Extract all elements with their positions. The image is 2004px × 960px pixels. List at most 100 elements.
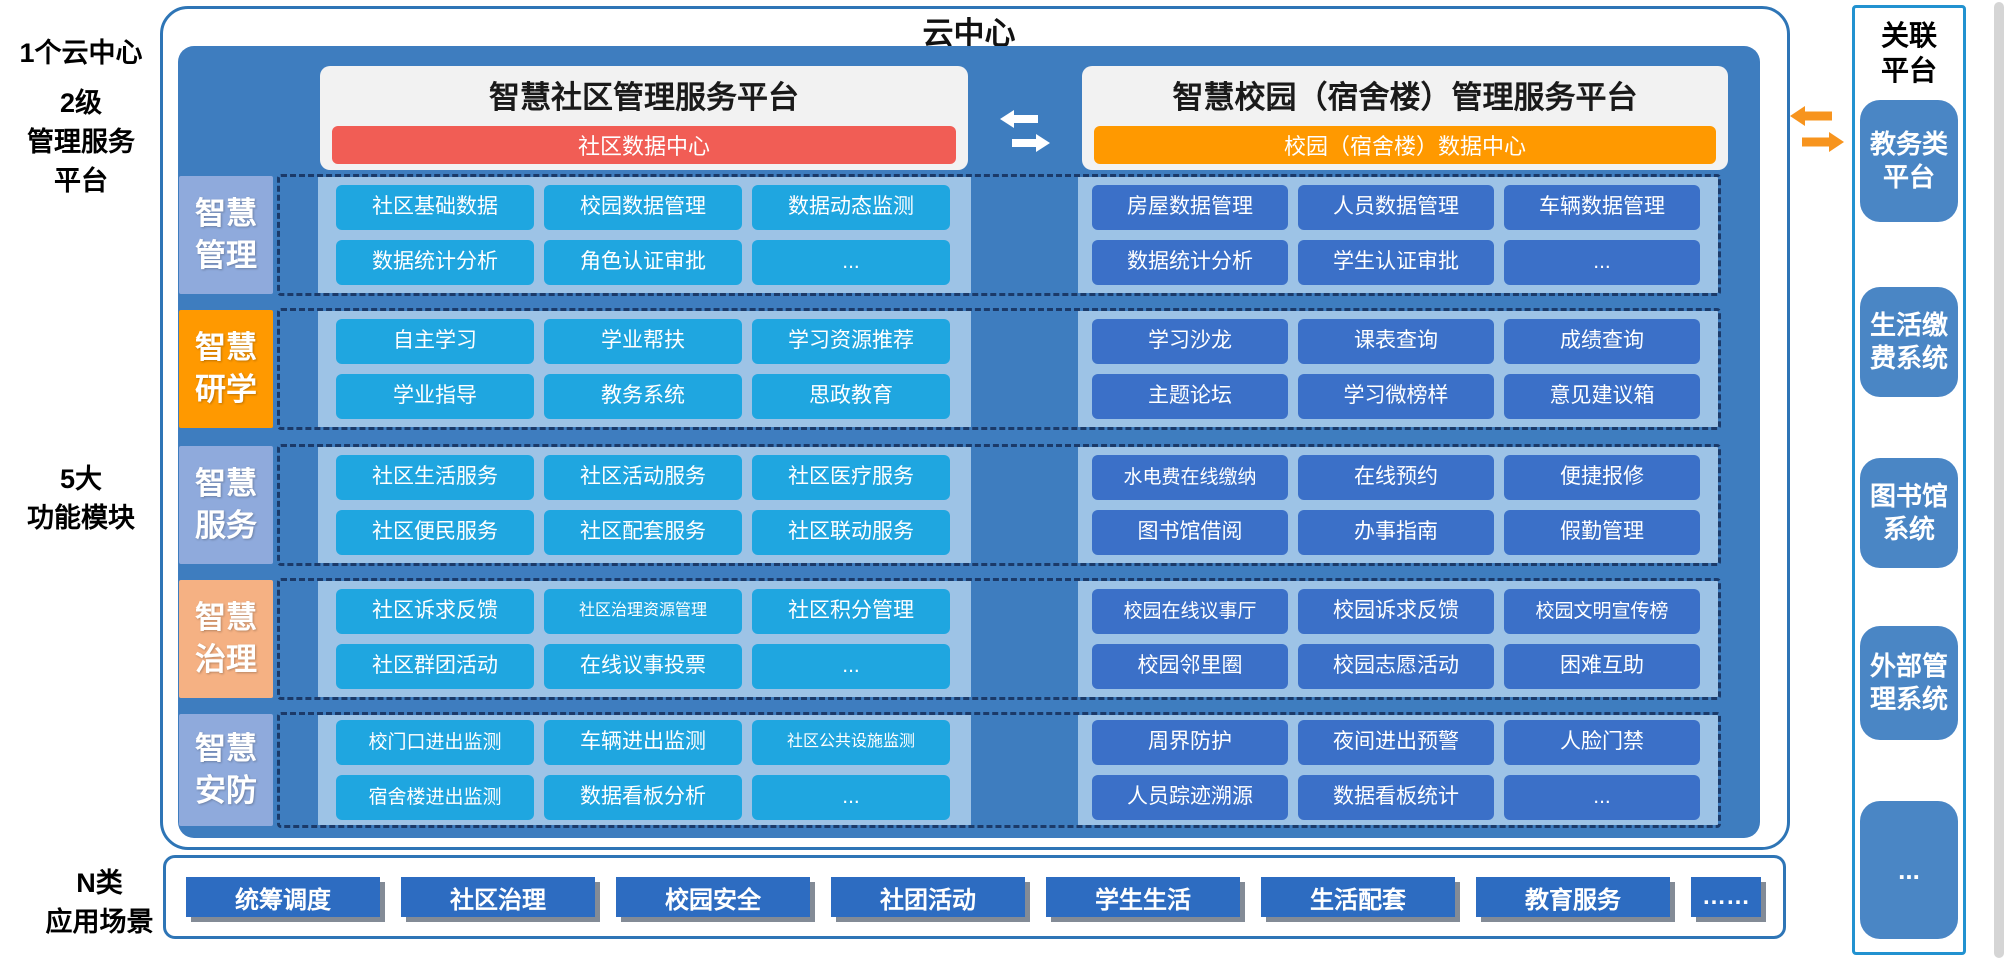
feature-cell[interactable]: 数据统计分析	[1092, 240, 1288, 285]
feature-cell[interactable]: 社区生活服务	[336, 455, 534, 500]
feature-cell[interactable]: 社区基础数据	[336, 185, 534, 230]
feature-cell[interactable]: 主题论坛	[1092, 374, 1288, 419]
module-dashed-area: 社区诉求反馈社区治理资源管理社区积分管理社区群团活动在线议事投票... 校园在线议…	[277, 578, 1721, 700]
feature-cell[interactable]: 困难互助	[1504, 644, 1700, 689]
feature-cell[interactable]: 假勤管理	[1504, 510, 1700, 555]
feature-cell[interactable]: 学生认证审批	[1298, 240, 1494, 285]
feature-cell[interactable]: 校门口进出监测	[336, 720, 534, 765]
label-line: 2级	[59, 88, 103, 118]
feature-cell[interactable]: 车辆数据管理	[1504, 185, 1700, 230]
feature-cell[interactable]: 成绩查询	[1504, 319, 1700, 364]
feature-cell[interactable]: 学习资源推荐	[752, 319, 950, 364]
label-line: 5大	[59, 464, 103, 494]
module-label-text: 智慧管理	[195, 196, 257, 273]
feature-cell[interactable]: 教务系统	[544, 374, 742, 419]
label-five-modules: 5大 功能模块	[0, 460, 162, 538]
feature-cell[interactable]: 校园数据管理	[544, 185, 742, 230]
row-divider-strip	[280, 715, 318, 825]
feature-cell[interactable]: 社区群团活动	[336, 644, 534, 689]
related-platform-item[interactable]: ...	[1860, 801, 1958, 939]
platform-sync-arrows-icon	[998, 108, 1052, 159]
feature-cell[interactable]: ...	[752, 644, 950, 689]
related-sync-arrows-icon	[1788, 104, 1846, 159]
feature-cell[interactable]: 社区公共设施监测	[752, 720, 950, 765]
scene-button[interactable]: 生活配套	[1261, 877, 1455, 917]
feature-cell[interactable]: 水电费在线缴纳	[1092, 455, 1288, 500]
feature-cell[interactable]: 人员数据管理	[1298, 185, 1494, 230]
feature-cell[interactable]: 周界防护	[1092, 720, 1288, 765]
related-platform-item[interactable]: 外部管理系统	[1860, 626, 1958, 740]
campus-platform-title: 智慧校园（宿舍楼）管理服务平台	[1172, 80, 1638, 115]
related-platforms-panel: 关联平台 教务类平台生活缴费系统图书馆系统外部管理系统...	[1852, 5, 1966, 955]
feature-cell[interactable]: 车辆进出监测	[544, 720, 742, 765]
feature-cell[interactable]: 在线议事投票	[544, 644, 742, 689]
feature-cell[interactable]: 校园文明宣传榜	[1504, 589, 1700, 634]
feature-cell[interactable]: 夜间进出预警	[1298, 720, 1494, 765]
feature-cell[interactable]: 课表查询	[1298, 319, 1494, 364]
scene-button[interactable]: 校园安全	[616, 877, 810, 917]
related-platform-item[interactable]: 生活缴费系统	[1860, 287, 1958, 397]
feature-cell[interactable]: 房屋数据管理	[1092, 185, 1288, 230]
feature-cell[interactable]: 意见建议箱	[1504, 374, 1700, 419]
feature-cell[interactable]: 社区医疗服务	[752, 455, 950, 500]
feature-cell[interactable]: 人脸门禁	[1504, 720, 1700, 765]
feature-cell[interactable]: ...	[752, 240, 950, 285]
feature-cell[interactable]: 自主学习	[336, 319, 534, 364]
row-divider-strip	[971, 177, 1078, 293]
feature-cell[interactable]: 在线预约	[1298, 455, 1494, 500]
feature-cell[interactable]: ...	[1504, 240, 1700, 285]
feature-cell[interactable]: 社区积分管理	[752, 589, 950, 634]
feature-cell[interactable]: 学习沙龙	[1092, 319, 1288, 364]
label-two-level-platform: 2级 管理服务 平台	[0, 84, 162, 201]
campus-platform-header: 智慧校园（宿舍楼）管理服务平台 校园（宿舍楼）数据中心	[1082, 66, 1728, 170]
row-divider-strip	[280, 177, 318, 293]
feature-cell[interactable]: 学业帮扶	[544, 319, 742, 364]
related-platform-item[interactable]: 教务类平台	[1860, 100, 1958, 222]
scene-button[interactable]: 社区治理	[401, 877, 595, 917]
row-divider-strip	[971, 581, 1078, 697]
feature-cell[interactable]: ...	[1504, 775, 1700, 820]
feature-cell[interactable]: 社区便民服务	[336, 510, 534, 555]
feature-cell[interactable]: 思政教育	[752, 374, 950, 419]
feature-cell[interactable]: 学业指导	[336, 374, 534, 419]
community-data-center-bar[interactable]: 社区数据中心	[332, 126, 956, 164]
module-label: 智慧服务	[179, 446, 273, 564]
feature-cell[interactable]: 社区活动服务	[544, 455, 742, 500]
feature-cell[interactable]: 人员踪迹溯源	[1092, 775, 1288, 820]
feature-cell[interactable]: 角色认证审批	[544, 240, 742, 285]
scene-button[interactable]: 统筹调度	[186, 877, 380, 917]
feature-cell[interactable]: 学习微榜样	[1298, 374, 1494, 419]
scrollbar[interactable]	[1994, 2, 2004, 958]
feature-cell[interactable]: 图书馆借阅	[1092, 510, 1288, 555]
scene-button[interactable]: 社团活动	[831, 877, 1025, 917]
feature-cell[interactable]: 便捷报修	[1504, 455, 1700, 500]
feature-cell[interactable]: 校园诉求反馈	[1298, 589, 1494, 634]
feature-cell[interactable]: 校园在线议事厅	[1092, 589, 1288, 634]
feature-cell[interactable]: 宿舍楼进出监测	[336, 775, 534, 820]
related-platform-item-text: 生活缴费系统	[1869, 310, 1948, 373]
label-line: N类	[76, 868, 123, 898]
label-line: 功能模块	[27, 503, 135, 533]
related-platform-item[interactable]: 图书馆系统	[1860, 458, 1958, 568]
scene-button[interactable]: 教育服务	[1476, 877, 1670, 917]
scene-button[interactable]: 学生生活	[1046, 877, 1240, 917]
feature-cell[interactable]: 数据统计分析	[336, 240, 534, 285]
feature-cell[interactable]: 数据看板分析	[544, 775, 742, 820]
feature-cell[interactable]: 办事指南	[1298, 510, 1494, 555]
feature-cell[interactable]: 校园志愿活动	[1298, 644, 1494, 689]
feature-cell[interactable]: 社区诉求反馈	[336, 589, 534, 634]
feature-cell[interactable]: 数据动态监测	[752, 185, 950, 230]
feature-cell[interactable]: 社区配套服务	[544, 510, 742, 555]
feature-cell[interactable]: 社区联动服务	[752, 510, 950, 555]
application-scenes-box: 统筹调度社区治理校园安全社团活动学生生活生活配套教育服务 ……	[163, 855, 1786, 939]
module-label-text: 智慧研学	[195, 330, 257, 407]
scene-button[interactable]: ……	[1691, 877, 1761, 917]
feature-cell[interactable]: ...	[752, 775, 950, 820]
module-dashed-area: 社区基础数据校园数据管理数据动态监测数据统计分析角色认证审批...房屋数据管理人…	[277, 174, 1721, 296]
feature-cell[interactable]: 数据看板统计	[1298, 775, 1494, 820]
feature-cell[interactable]: 社区治理资源管理	[544, 589, 742, 634]
related-platform-item-text: 图书馆系统	[1869, 481, 1948, 544]
feature-cell[interactable]: 校园邻里圈	[1092, 644, 1288, 689]
community-platform-header: 智慧社区管理服务平台 社区数据中心	[320, 66, 968, 170]
campus-data-center-bar[interactable]: 校园（宿舍楼）数据中心	[1094, 126, 1716, 164]
